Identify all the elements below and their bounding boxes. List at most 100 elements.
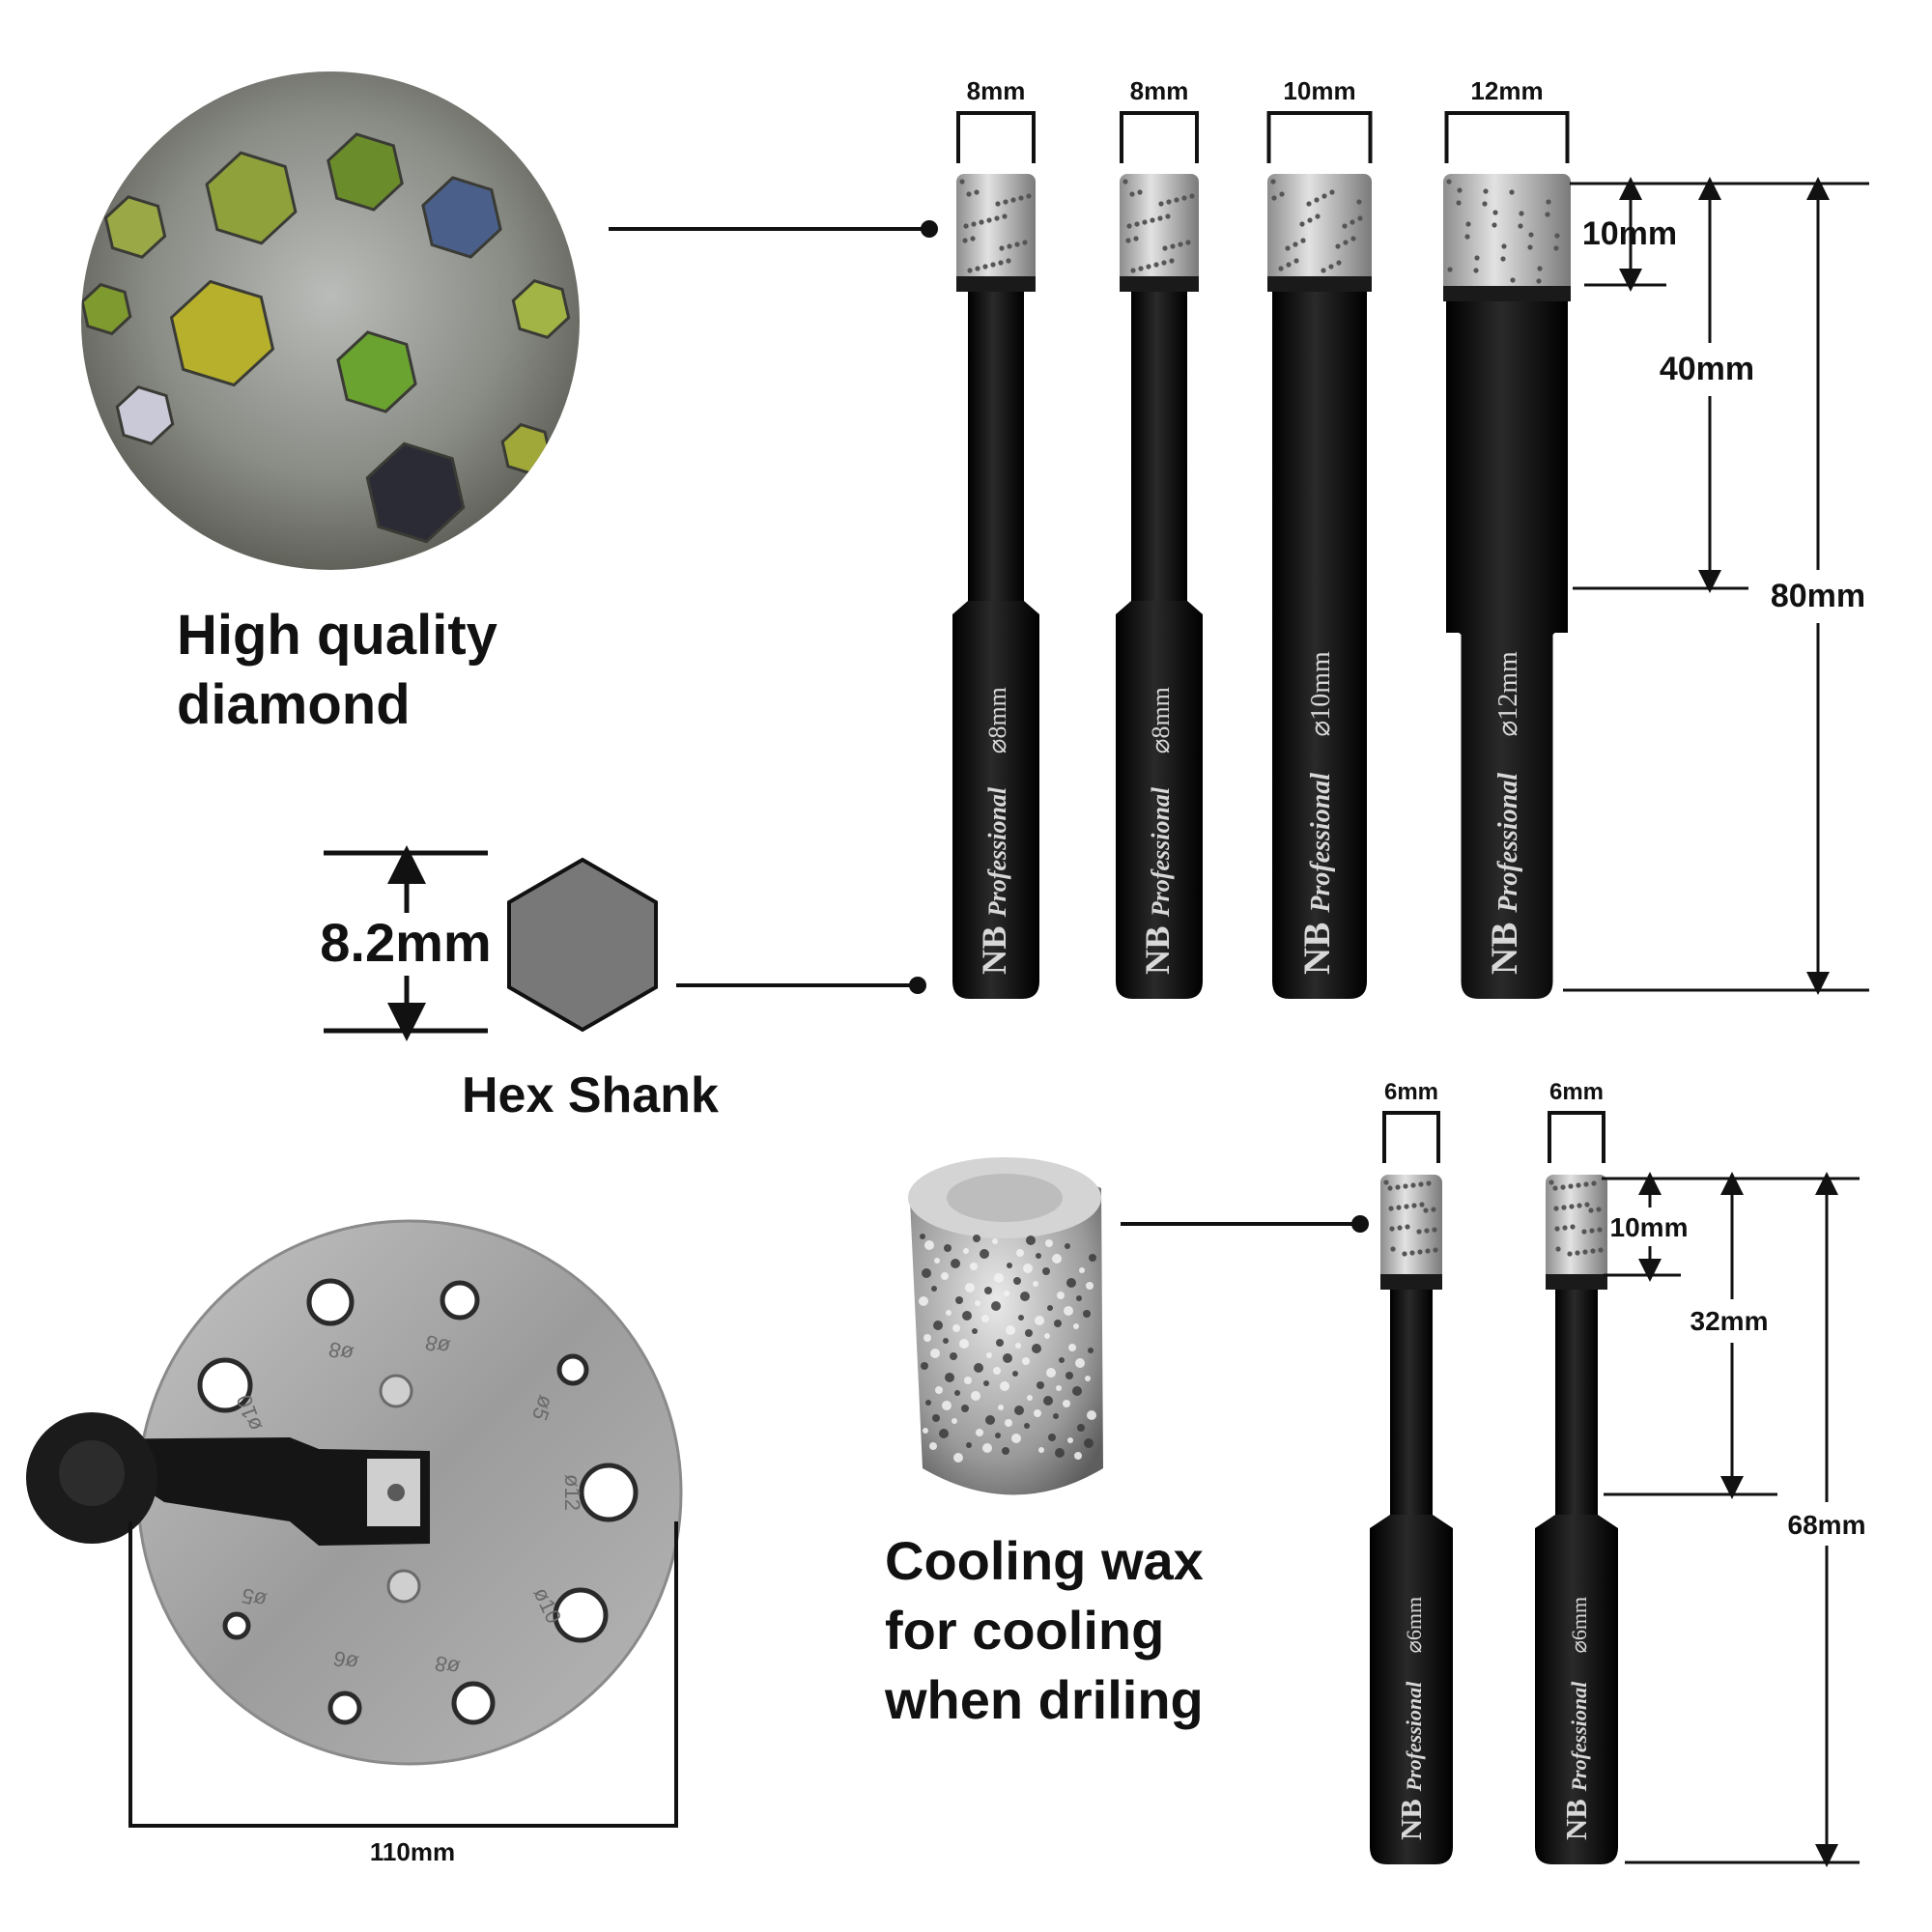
plate-hole	[197, 1357, 253, 1413]
top-bit-width-label: 10mm	[1283, 76, 1355, 105]
bottom-tip-length-label: 10mm	[1610, 1212, 1689, 1242]
top-bit-hex-shank	[952, 601, 1039, 999]
top-bit-width-bracket	[956, 111, 1036, 163]
top-bit-hex-shank	[1272, 611, 1367, 999]
hex-shank-caption: Hex Shank	[462, 1065, 719, 1126]
hex-icon	[507, 857, 658, 1033]
top-bit-width-label: 8mm	[967, 76, 1026, 105]
plate-diameter-label: 110mm	[370, 1837, 455, 1866]
bit-size: ⌀6mm	[1402, 1597, 1426, 1653]
bottom-bit-width-label: 6mm	[1384, 1079, 1438, 1105]
bottom-bit-shaft	[1555, 1290, 1598, 1526]
bit-line: Professional	[1402, 1681, 1426, 1793]
top-bit-diamond-tip	[956, 174, 1036, 292]
plate-hole	[327, 1690, 362, 1725]
diamond-closeup-photo	[81, 71, 580, 570]
diamond-crystal	[81, 282, 132, 336]
bottom-bit-engraving: NB Professional ⌀6mm	[1560, 1597, 1593, 1840]
bottom-dimensions: 10mm 32mm 68mm	[1602, 1172, 1866, 1867]
top-bit-shaft	[1446, 301, 1568, 633]
hex-dimension-label: 8.2mm	[320, 912, 491, 973]
diamond-crystal	[169, 279, 275, 387]
top-bit-width-label: 12mm	[1470, 76, 1543, 105]
top-bit-width-bracket	[1266, 111, 1373, 163]
hex-shank-diagram: 8.2mm	[320, 845, 926, 1041]
diamond-pointer-dot	[921, 220, 938, 238]
diamond-caption: High quality diamond	[177, 601, 497, 740]
bit-line: Professional	[1493, 773, 1523, 914]
hex-shank-caption-text: Hex Shank	[462, 1067, 719, 1123]
bit-brand: NB	[975, 925, 1013, 975]
top-bit-width-bracket	[1444, 111, 1570, 163]
bit-brand: NB	[1484, 923, 1525, 975]
top-bit-diamond-tip	[1120, 174, 1199, 292]
top-tip-length-label: 10mm	[1582, 215, 1677, 252]
bottom-bit-hex-shank	[1535, 1515, 1618, 1864]
wax-pointer-dot	[1351, 1215, 1369, 1233]
top-bit-engraving: NB Professional ⌀8mm	[975, 687, 1013, 975]
top-bit-diamond-tip	[1267, 174, 1372, 292]
plate-handle	[68, 1437, 430, 1546]
diamond-caption-line-2: diamond	[177, 673, 411, 736]
diamond-caption-line-1: High quality	[177, 604, 497, 667]
bit-brand: NB	[1296, 923, 1338, 975]
top-shaft-length-label: 40mm	[1660, 351, 1754, 387]
bottom-shaft-length-label: 32mm	[1690, 1306, 1769, 1336]
bottom-bit-shaft	[1390, 1290, 1433, 1526]
wax-caption-line-1: Cooling wax	[885, 1530, 1204, 1591]
bit-size: ⌀8mm	[1147, 687, 1175, 753]
top-dimensions: 10mm 40mm 80mm	[1563, 177, 1869, 995]
top-bit-shaft	[1272, 292, 1367, 622]
plate-hole	[556, 1353, 589, 1386]
top-bit-width-label: 8mm	[1130, 76, 1189, 105]
bit-brand: NB	[1560, 1799, 1593, 1840]
plate-hole	[553, 1587, 609, 1643]
plate-hole	[440, 1280, 480, 1321]
top-bit-width-bracket	[1120, 111, 1199, 163]
wax-caption: Cooling wax for cooling when driling	[885, 1526, 1204, 1735]
top-bit-engraving: NB Professional ⌀10mm	[1296, 651, 1338, 975]
diamond-crystal	[103, 195, 167, 259]
bottom-bit-hex-shank	[1370, 1515, 1453, 1864]
plate-hole	[222, 1611, 251, 1640]
top-total-length-label: 80mm	[1771, 578, 1865, 614]
plate-hole	[579, 1463, 639, 1522]
bit-line: Professional	[1306, 773, 1336, 914]
wax-caption-line-2: for cooling	[885, 1600, 1165, 1661]
bottom-bit-diamond-tip	[1546, 1175, 1607, 1290]
bit-line: Professional	[983, 786, 1011, 918]
bit-line: Professional	[1147, 786, 1175, 918]
bottom-bit-engraving: NB Professional ⌀6mm	[1395, 1597, 1428, 1840]
bit-size: ⌀8mm	[983, 687, 1011, 753]
diamond-crystal	[336, 330, 417, 413]
top-bit-hex-shank	[1116, 601, 1203, 999]
bit-brand: NB	[1395, 1799, 1428, 1840]
bit-size: ⌀10mm	[1306, 651, 1336, 737]
bit-line: Professional	[1567, 1681, 1591, 1793]
top-bit-shaft	[1131, 292, 1187, 612]
diamond-crystal	[421, 176, 502, 259]
diamond-crystal	[511, 279, 571, 339]
bit-size: ⌀12mm	[1493, 651, 1523, 737]
bottom-bit-width-label: 6mm	[1549, 1079, 1604, 1105]
top-bit-shaft	[968, 292, 1024, 612]
cooling-wax-photo	[908, 1157, 1103, 1495]
wax-caption-line-3: when driling	[885, 1669, 1204, 1730]
diamond-crystal	[365, 441, 466, 544]
bottom-bit-diamond-tip	[1380, 1175, 1442, 1290]
top-bit-hex-shank	[1446, 621, 1568, 999]
plate-hole-label: ø12	[560, 1474, 584, 1511]
plate-dimension: 110mm	[128, 1521, 678, 1866]
bottom-total-length-label: 68mm	[1788, 1510, 1866, 1540]
bit-size: ⌀6mm	[1567, 1597, 1591, 1653]
bit-brand: NB	[1138, 925, 1177, 975]
